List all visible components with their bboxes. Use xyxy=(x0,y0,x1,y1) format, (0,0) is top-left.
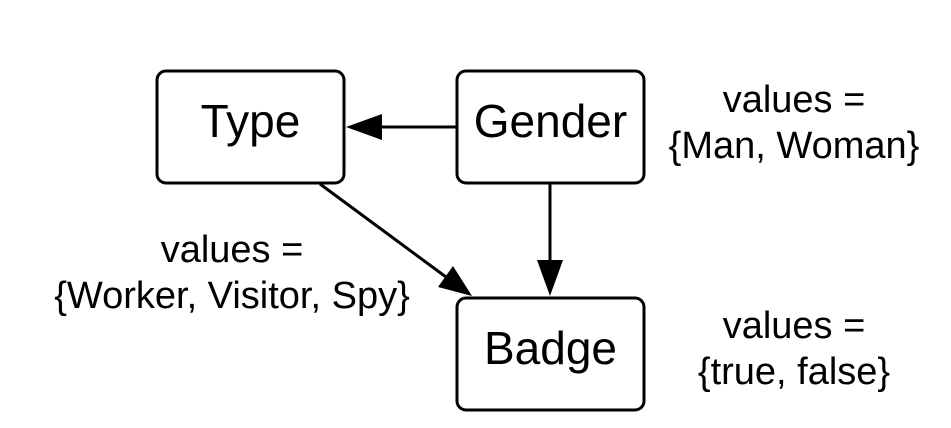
edge-gender-to-type-arrowhead xyxy=(346,114,382,140)
edge-gender-to-badge-arrowhead xyxy=(537,260,563,296)
badge-values-annotation: values = {true, false} xyxy=(698,305,890,393)
gender-values-annotation: values = {Man, Woman} xyxy=(669,79,920,167)
edge-type-to-badge xyxy=(319,182,472,296)
node-type-box xyxy=(155,69,346,185)
node-gender-label: Gender xyxy=(474,95,627,147)
node-type: Type xyxy=(155,69,346,185)
edge-gender-to-badge xyxy=(537,184,563,296)
badge-values-line1: values = xyxy=(723,305,866,347)
type-values-line1: values = xyxy=(161,229,304,271)
node-badge-label: Badge xyxy=(484,322,617,374)
type-values-annotation: values = {Worker, Visitor, Spy} xyxy=(54,229,410,317)
edge-type-to-badge-line xyxy=(319,182,447,279)
node-gender: Gender xyxy=(455,69,646,185)
node-gender-box xyxy=(455,69,646,185)
edge-type-to-badge-arrowhead xyxy=(438,266,472,296)
gender-values-line1: values = xyxy=(723,79,866,121)
edge-gender-to-type xyxy=(346,114,456,140)
node-badge-box xyxy=(455,296,646,412)
badge-values-line2: {true, false} xyxy=(698,351,890,393)
node-type-label: Type xyxy=(201,95,301,147)
type-values-line2: {Worker, Visitor, Spy} xyxy=(54,275,410,317)
gender-values-line2: {Man, Woman} xyxy=(669,125,920,167)
node-badge: Badge xyxy=(455,296,646,412)
